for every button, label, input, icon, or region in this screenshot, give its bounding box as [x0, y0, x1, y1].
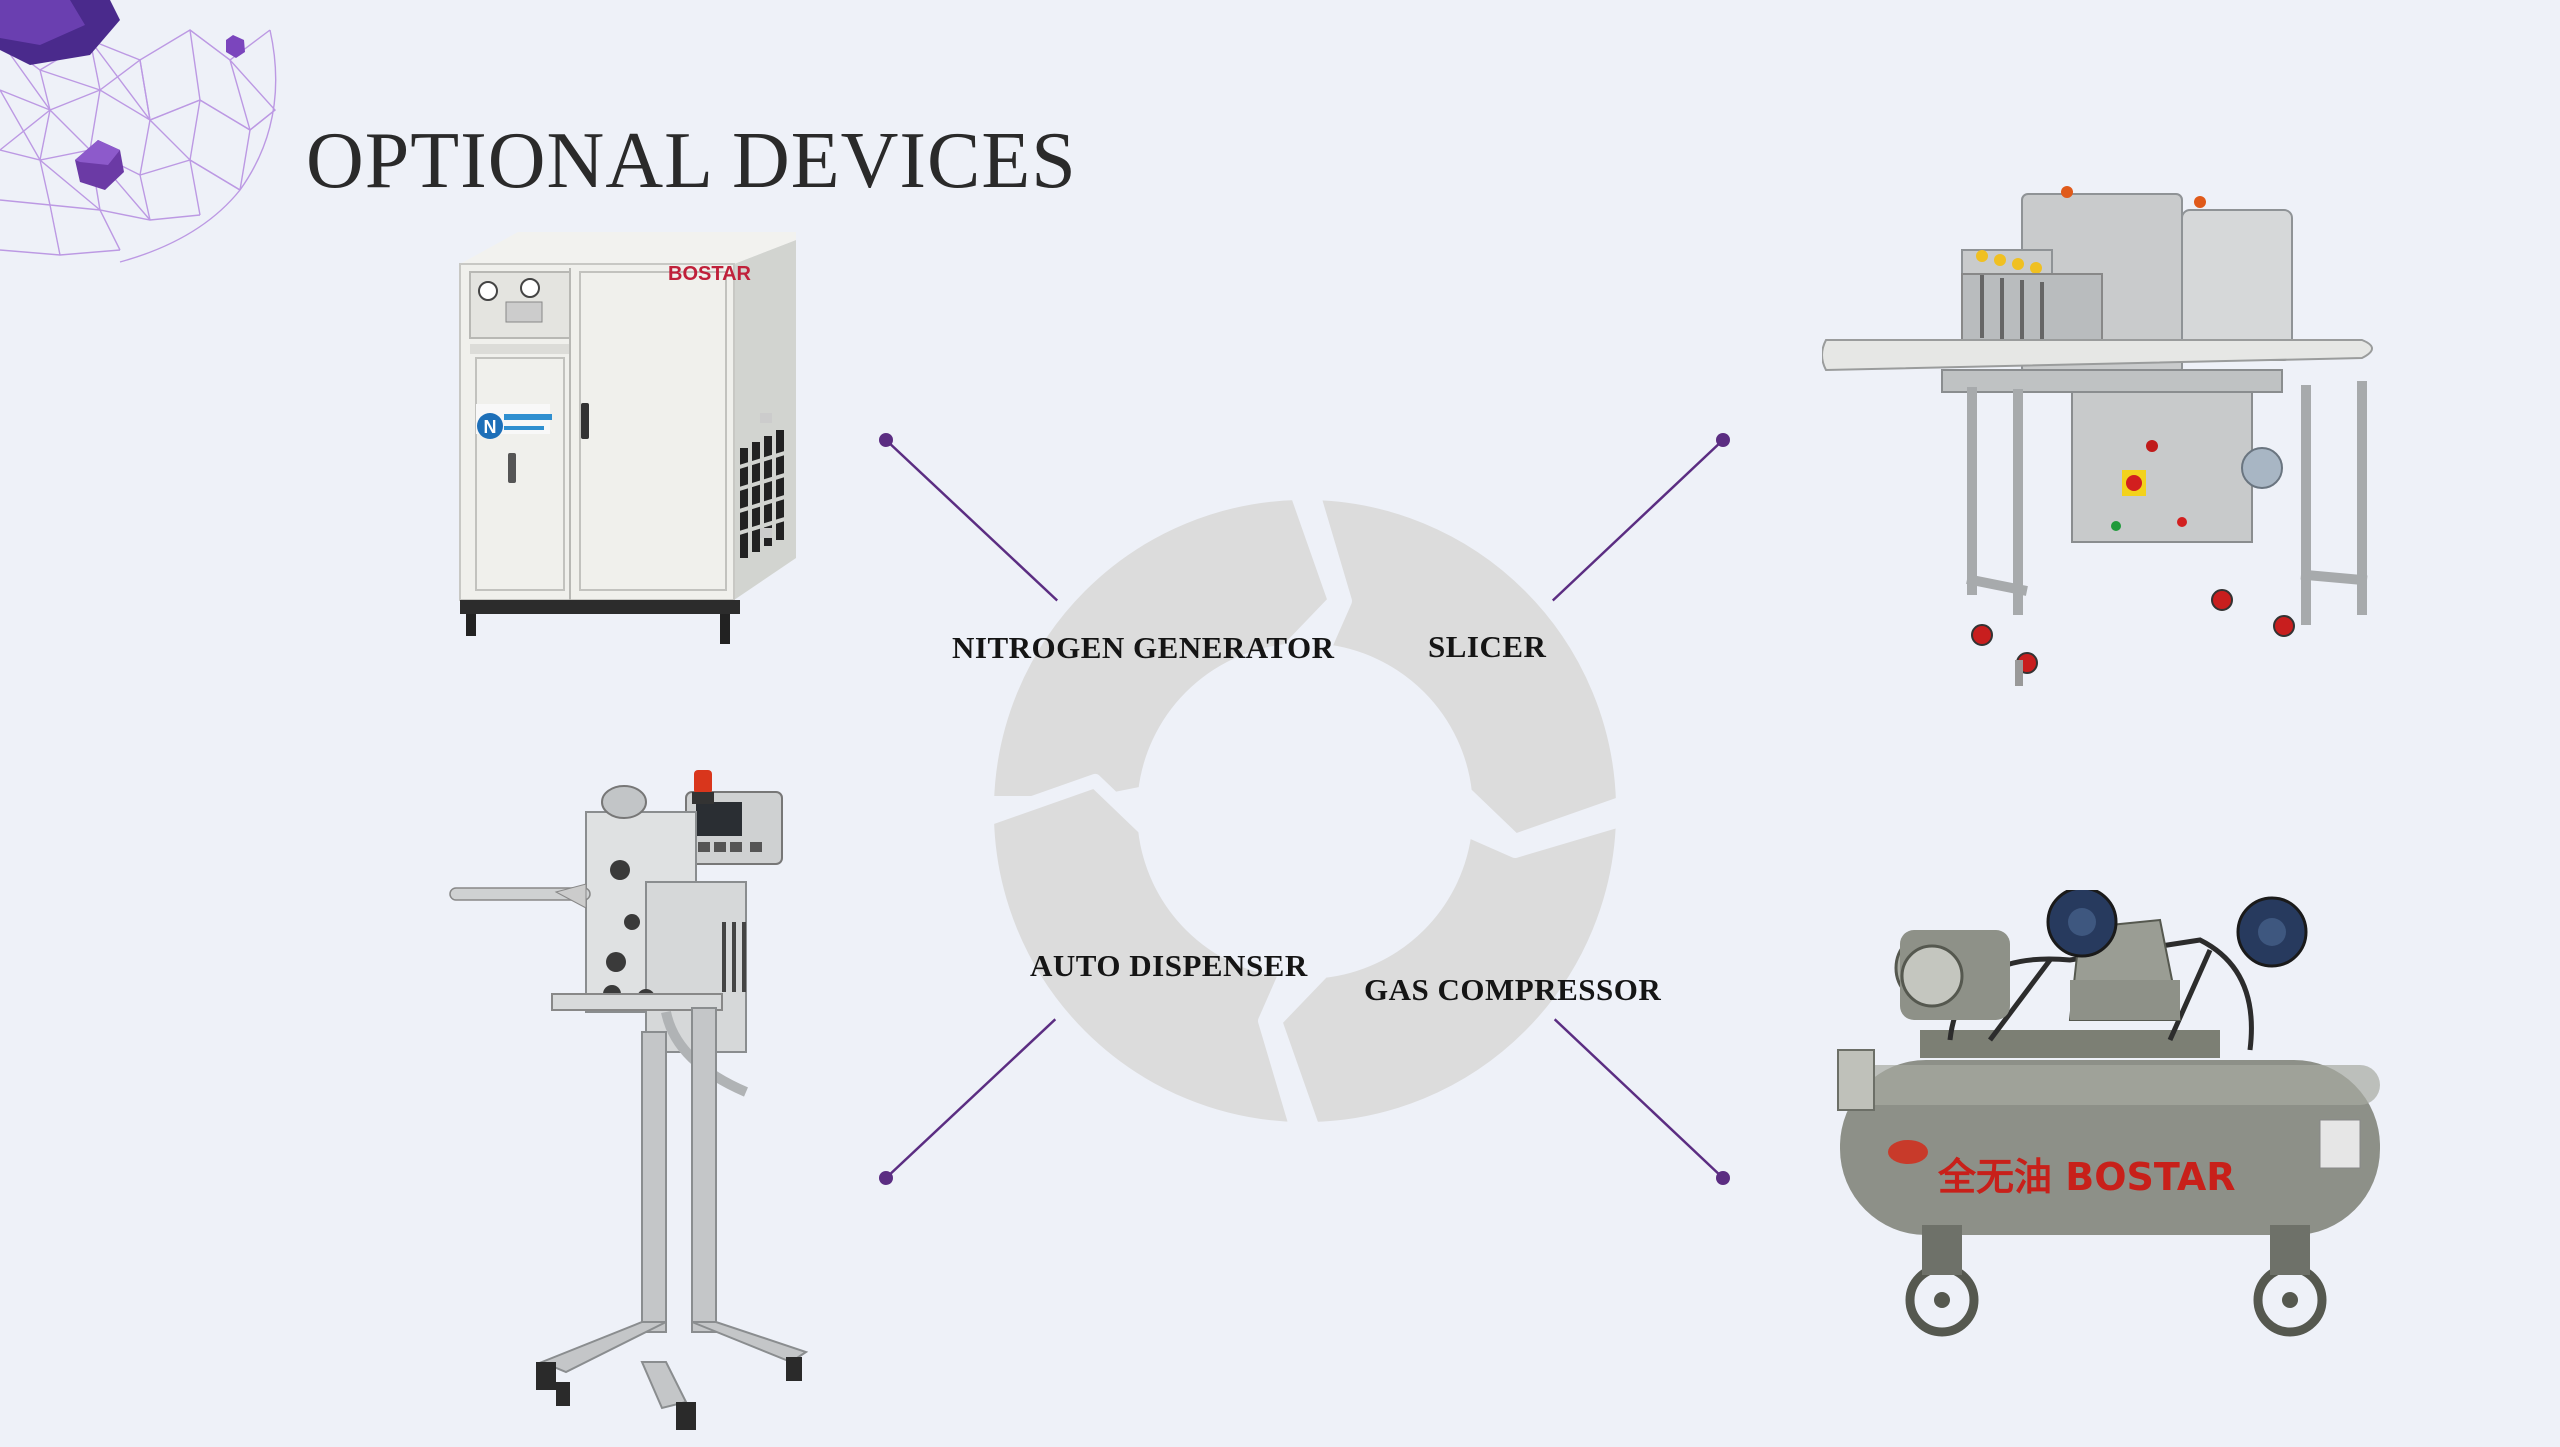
connector-dot: [1716, 1171, 1730, 1185]
gas-compressor-image: 全无油 BOSTAR: [1830, 886, 2400, 1340]
label-nitrogen-generator: NITROGEN GENERATOR: [952, 630, 1335, 665]
connector-dispenser: [885, 1012, 1063, 1179]
cycle-diagram: [980, 488, 1630, 1134]
connector-slicer: [1547, 439, 1724, 606]
page-title: OPTIONAL DEVICES: [306, 116, 1077, 205]
label-slicer: SLICER: [1428, 629, 1547, 664]
connector-compressor: [1547, 1012, 1724, 1179]
connector-nitrogen: [885, 439, 1063, 606]
compressor-brand-text: 全无油 BOSTAR: [1937, 1155, 2236, 1199]
corner-sphere-decoration: [0, 0, 277, 263]
connector-dot: [879, 433, 893, 447]
cycle-segment-top-right: [1306, 488, 1630, 848]
cycle-segment-bottom-right: [1268, 812, 1630, 1134]
auto-dispenser-image: [446, 762, 826, 1442]
slicer-image: [1821, 180, 2384, 690]
connector-dot: [1716, 433, 1730, 447]
nitrogen-brand-text: BOSTAR: [668, 263, 752, 285]
cycle-segment-bottom-left: [980, 774, 1304, 1134]
cycle-segment-top-left: [980, 488, 1342, 810]
nitrogen-generator-image: N BOSTAR: [448, 228, 804, 668]
nitrogen-badge-text: N: [484, 417, 497, 437]
label-gas-compressor: GAS COMPRESSOR: [1364, 972, 1662, 1007]
label-auto-dispenser: AUTO DISPENSER: [1030, 948, 1308, 983]
connector-dot: [879, 1171, 893, 1185]
